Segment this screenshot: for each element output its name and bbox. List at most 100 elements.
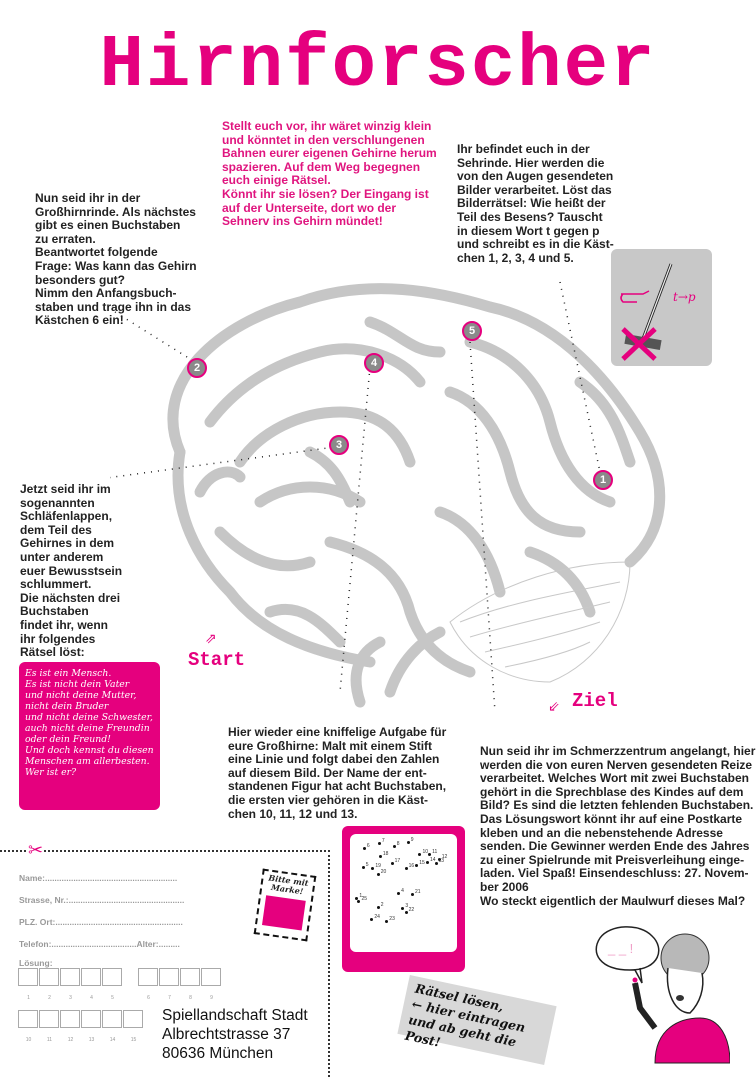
page-title: Hirnforscher xyxy=(99,24,657,108)
dot-point: 24 xyxy=(370,914,380,921)
dot-number: 17 xyxy=(394,858,401,865)
solution-box[interactable] xyxy=(39,1010,59,1028)
dot-point: 11 xyxy=(428,849,437,856)
dot-number: 8 xyxy=(396,840,400,847)
solution-box[interactable] xyxy=(201,968,221,986)
phone-age-field[interactable]: Telefon:................................… xyxy=(19,939,180,949)
dot-point: 17 xyxy=(390,858,400,866)
clue-dots: Hier wieder eine kniffelige Aufgabe für … xyxy=(228,725,447,821)
cut-line xyxy=(0,850,330,852)
dot-point: 14 xyxy=(425,857,436,865)
solution-box-number: 8 xyxy=(189,995,192,1001)
dot-point: 1 xyxy=(355,893,362,900)
solution-box-number: 15 xyxy=(130,1037,137,1043)
riddle-card: Es ist ein Mensch. Es ist nicht dein Vat… xyxy=(19,662,160,810)
dot-number: 5 xyxy=(365,861,369,868)
dot-number: 7 xyxy=(381,838,385,845)
dot-point: 12 xyxy=(437,854,447,861)
maze-goal-label: Ziel xyxy=(572,690,618,712)
dot-point: 5 xyxy=(361,862,369,869)
dot-point: 3 xyxy=(401,903,408,911)
speech-bubble-blank: _ _ ! xyxy=(607,941,633,956)
dot-number: 3 xyxy=(405,903,409,910)
maze-marker-3: 3 xyxy=(329,435,349,455)
dot-number: 23 xyxy=(389,916,395,923)
stamp-icon: Bitte mit Marke! xyxy=(253,868,317,942)
street-field[interactable]: Strasse, Nr.:...........................… xyxy=(19,895,185,905)
solution-box-number: 2 xyxy=(48,995,51,1001)
dot-point: 10 xyxy=(418,849,428,856)
dot-point: 19 xyxy=(371,863,381,871)
maze-marker-4: 4 xyxy=(364,353,384,373)
solution-box-number: 6 xyxy=(147,995,150,1001)
dot-number: 2 xyxy=(380,901,384,908)
solution-box[interactable] xyxy=(102,968,122,986)
child-illustration: _ _ ! xyxy=(595,926,730,1064)
intro-text: Stellt euch vor, ihr wäret winzig klein … xyxy=(222,119,437,229)
cut-line-vertical xyxy=(328,850,330,1077)
solution-box[interactable] xyxy=(102,1010,122,1028)
dot-point: 2 xyxy=(376,902,384,909)
dot-number: 4 xyxy=(401,887,404,894)
solution-box-number: 12 xyxy=(67,1037,74,1043)
brain-maze[interactable] xyxy=(110,262,680,732)
dot-number: 16 xyxy=(408,863,415,870)
broom-icon: t→p xyxy=(620,263,696,361)
solution-box[interactable] xyxy=(180,968,200,986)
dot-number: 14 xyxy=(429,857,436,864)
dot-number: 24 xyxy=(374,913,380,920)
solution-box[interactable] xyxy=(39,968,59,986)
dot-number: 20 xyxy=(380,868,387,875)
clue-pain: Nun seid ihr im Schmerzzentrum angelangt… xyxy=(480,744,756,908)
dot-number: 21 xyxy=(414,889,421,895)
solution-boxes-10-15[interactable]: 10 11 12 13 14 15 xyxy=(18,1010,144,1046)
brush-hint: t→p xyxy=(673,290,696,304)
solution-box[interactable] xyxy=(81,968,101,986)
solution-box-number: 13 xyxy=(88,1037,95,1043)
dot-number: 19 xyxy=(375,863,381,870)
solution-box-number: 4 xyxy=(90,995,93,1001)
solution-box-number: 10 xyxy=(25,1037,32,1043)
dot-point: 15 xyxy=(415,860,425,867)
dot-number: 10 xyxy=(422,848,429,855)
dot-point: 13 xyxy=(434,858,444,866)
solution-box-number: 5 xyxy=(111,995,114,1001)
dot-number: 22 xyxy=(408,906,415,913)
scissors-icon: ✂ xyxy=(28,840,44,860)
solution-box[interactable] xyxy=(138,968,158,986)
clue-visual-cortex: Ihr befindet euch in der Sehrinde. Hier … xyxy=(457,142,614,265)
dot-number: 15 xyxy=(419,859,425,866)
solution-box-number: 7 xyxy=(168,995,171,1001)
solution-box[interactable] xyxy=(81,1010,101,1028)
dot-number: 12 xyxy=(441,853,448,860)
solution-box[interactable] xyxy=(60,968,80,986)
dot-point: 23 xyxy=(385,916,395,924)
name-field[interactable]: Name:...................................… xyxy=(19,873,178,883)
solution-box[interactable] xyxy=(18,1010,38,1028)
solution-box[interactable] xyxy=(159,968,179,986)
solution-box-number: 9 xyxy=(210,995,213,1001)
maze-marker-5: 5 xyxy=(462,321,482,341)
solution-box[interactable] xyxy=(123,1010,143,1028)
dot-point: 21 xyxy=(410,889,421,896)
dot-point: 18 xyxy=(378,851,388,859)
instruction-note: Rätsel lösen, ← hier eintragen und ab ge… xyxy=(397,975,557,1065)
solution-box[interactable] xyxy=(18,968,38,986)
dot-number: 11 xyxy=(432,848,438,855)
dot-number: 18 xyxy=(382,851,389,858)
city-field[interactable]: PLZ. Ort:...............................… xyxy=(19,917,183,927)
start-arrow-icon: ⇗ xyxy=(205,630,217,646)
dot-point: 25 xyxy=(357,896,367,904)
solution-box[interactable] xyxy=(60,1010,80,1028)
dot-point: 9 xyxy=(406,837,413,845)
solution-box-number: 14 xyxy=(109,1037,116,1043)
solution-box-number: 3 xyxy=(69,995,72,1001)
dot-point: 8 xyxy=(392,841,400,848)
solution-boxes-6-9[interactable]: 6 7 8 9 xyxy=(138,968,222,1004)
dot-point: 16 xyxy=(404,863,414,871)
maze-marker-1: 1 xyxy=(593,470,613,490)
dot-number: 1 xyxy=(359,892,363,899)
solution-box-number: 11 xyxy=(46,1037,53,1043)
